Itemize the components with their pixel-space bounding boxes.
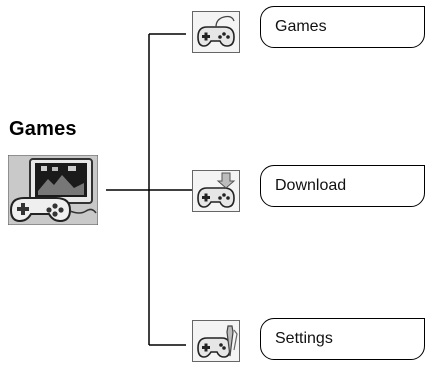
gamepad-download-icon[interactable] — [192, 170, 240, 212]
gamepad-icon[interactable] — [192, 11, 240, 53]
menu-item-download-label: Download — [275, 177, 347, 194]
menu-item-settings[interactable]: Settings — [260, 318, 425, 360]
menu-item-settings-label: Settings — [275, 330, 333, 347]
gamepad-settings-icon[interactable] — [192, 320, 240, 362]
menu-item-download[interactable]: Download — [260, 165, 425, 207]
game-console-tv-icon[interactable] — [8, 155, 98, 225]
menu-item-games-label: Games — [275, 18, 327, 35]
games-title: Games — [9, 118, 77, 140]
menu-item-games[interactable]: Games — [260, 6, 425, 48]
